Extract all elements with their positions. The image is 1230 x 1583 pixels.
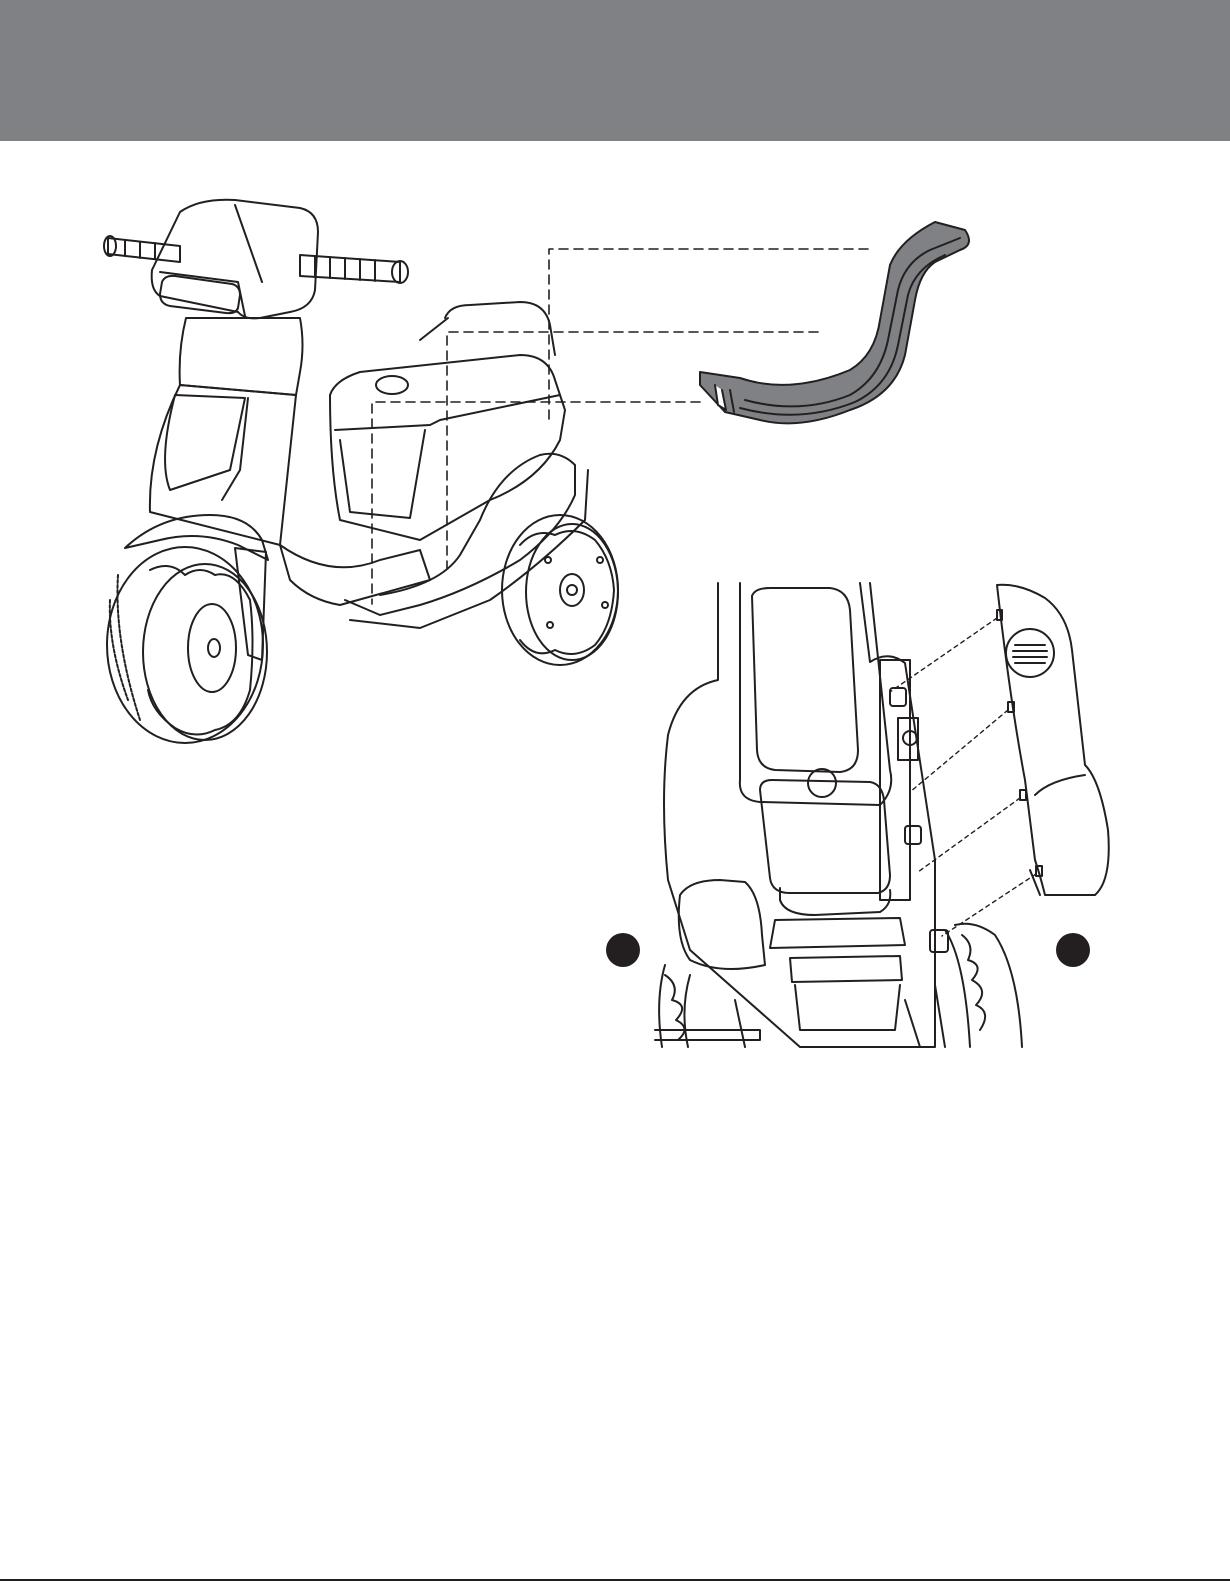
rear-body (280, 302, 588, 628)
side-cover-detail (655, 583, 1109, 1047)
rear-wheel (502, 515, 618, 665)
bottom-rule (0, 1579, 1230, 1581)
right-callout-marker (1056, 933, 1090, 967)
seat-guide-lines (372, 249, 868, 604)
seat-part (700, 222, 969, 423)
left-grip (104, 236, 180, 262)
scooter-illustration (104, 200, 618, 743)
side-cover-part (997, 585, 1109, 895)
front-body (150, 318, 303, 545)
detail-wheels (655, 924, 1022, 1047)
side-cover-guide-lines (890, 618, 1036, 936)
headlight-housing (152, 200, 318, 319)
front-wheel (107, 547, 267, 743)
left-callout-marker (606, 933, 640, 967)
